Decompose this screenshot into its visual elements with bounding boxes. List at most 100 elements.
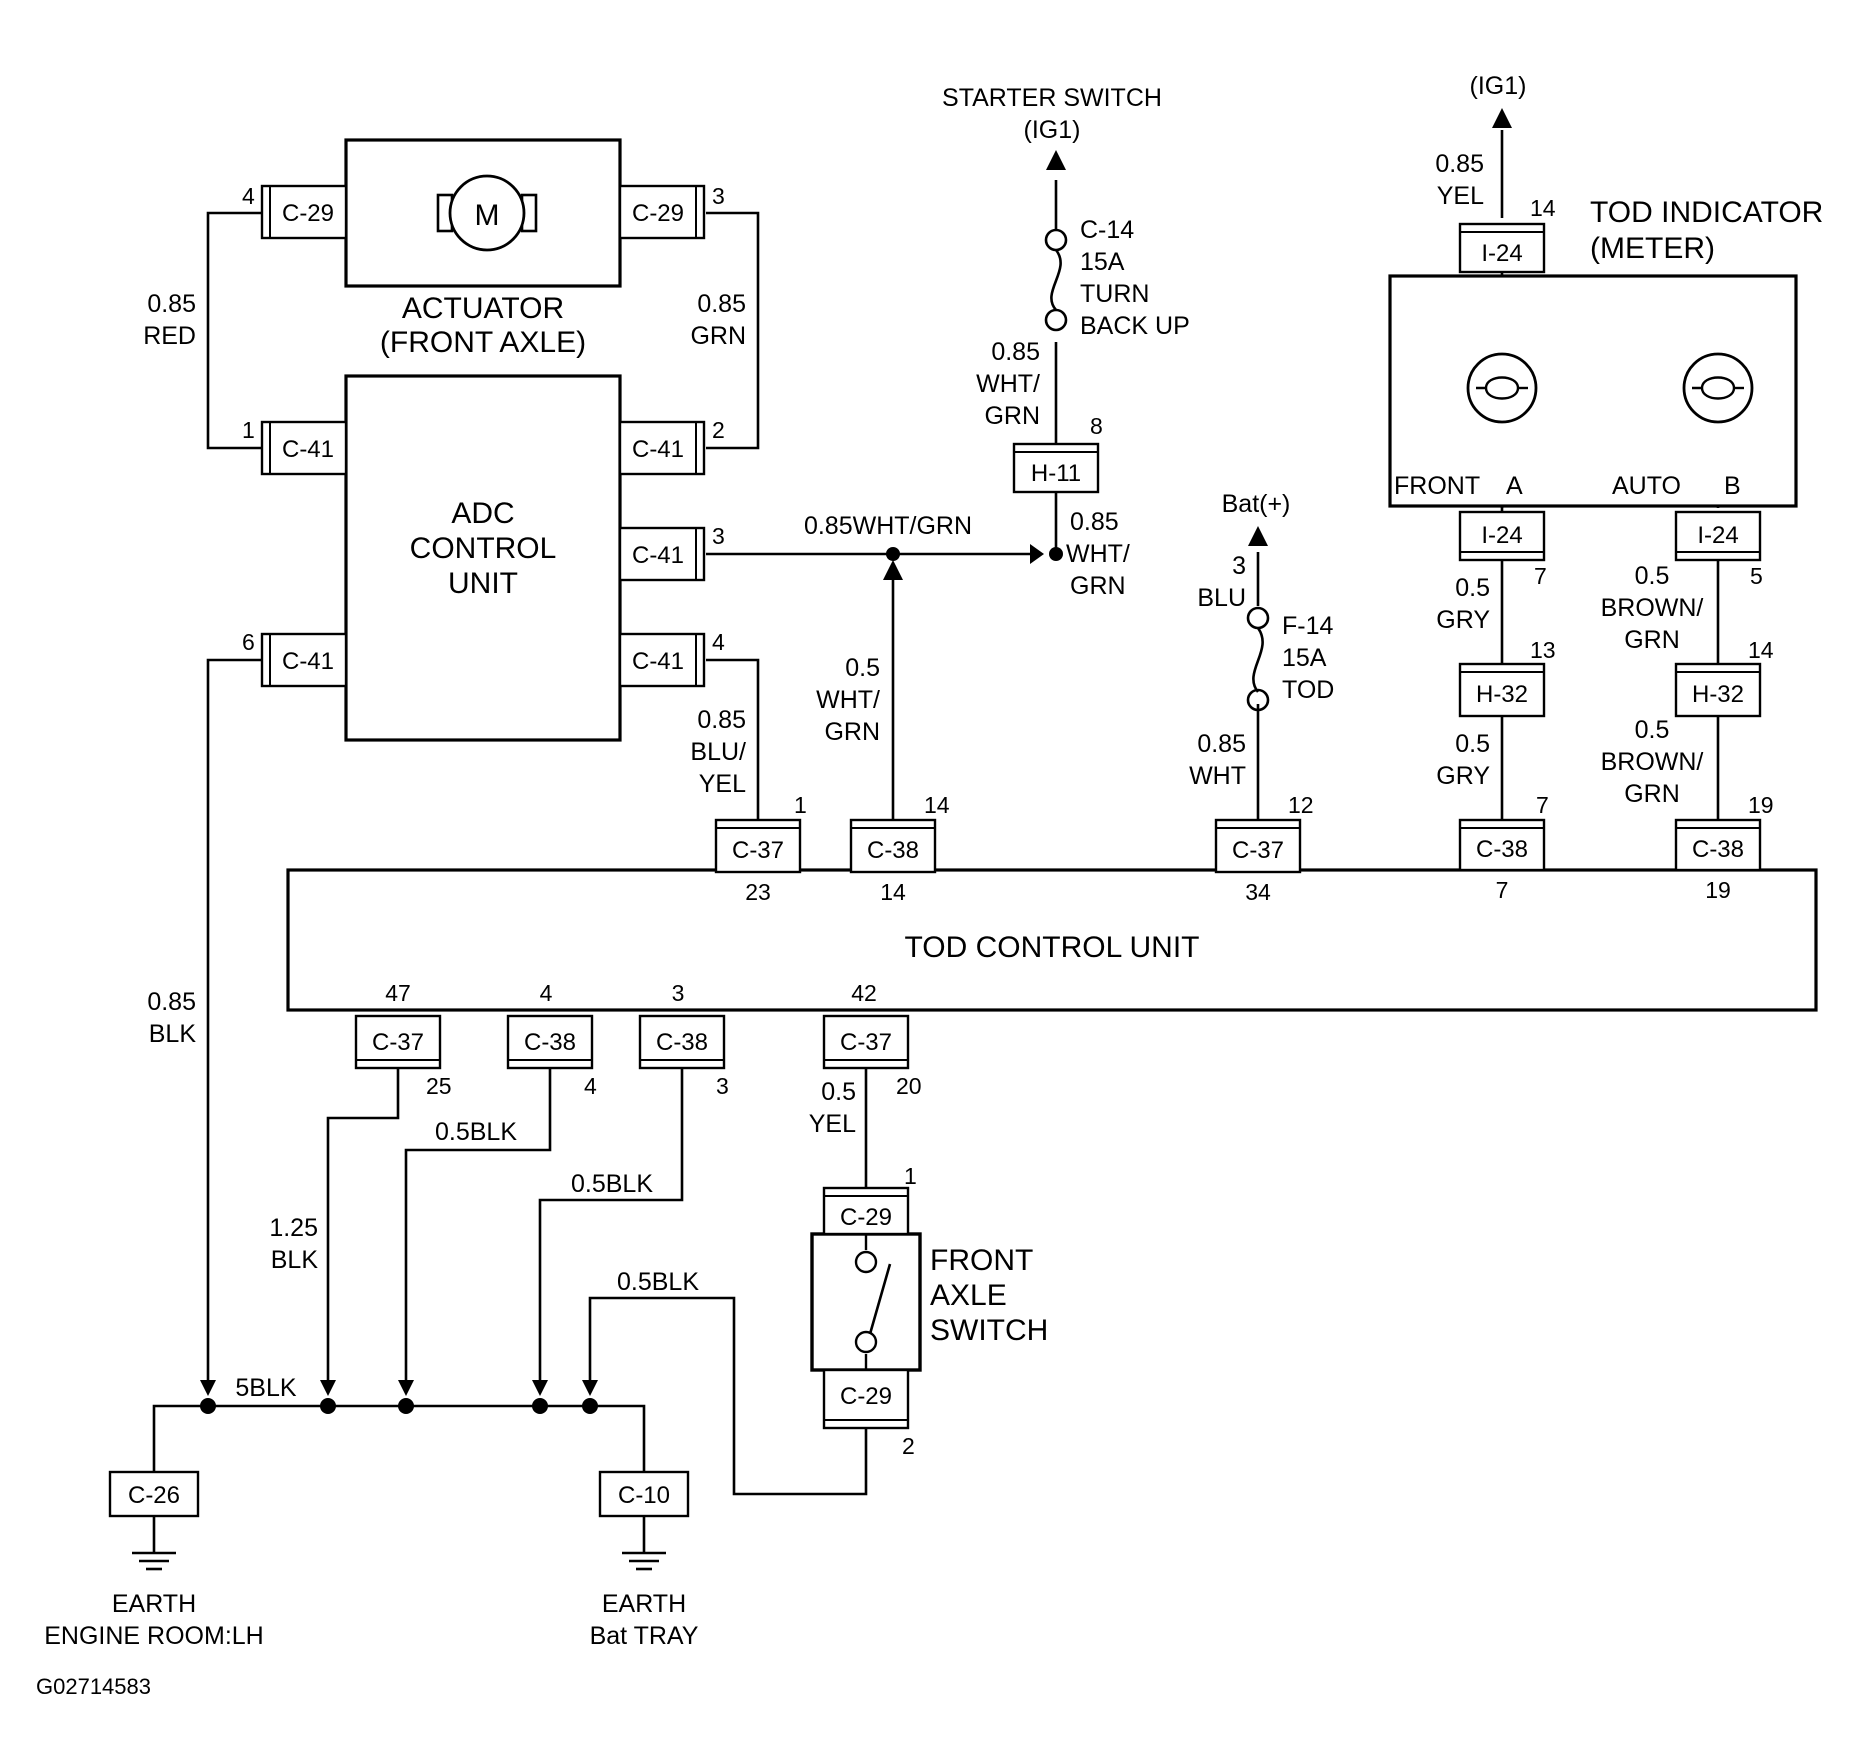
svg-text:C-29: C-29 <box>632 200 684 227</box>
pin-label: 4 <box>584 1073 597 1099</box>
pin-label: 13 <box>1530 637 1556 663</box>
connector-c37-34: C-37 <box>1214 818 1302 874</box>
earth-location: ENGINE ROOM:LH <box>44 1622 263 1650</box>
svg-text:0.5BLK: 0.5BLK <box>571 1170 653 1198</box>
auto-pin-label: B <box>1724 472 1741 500</box>
connector-h32-a: H-32 <box>1458 662 1546 718</box>
front-pin-label: A <box>1506 472 1523 500</box>
svg-text:C-41: C-41 <box>282 436 334 463</box>
svg-text:C-29: C-29 <box>282 200 334 227</box>
connector-c37-42: C-37 <box>822 1014 910 1070</box>
switch-icon <box>868 1263 892 1335</box>
connector-c41-p6: C-41 <box>260 632 348 688</box>
svg-text:0.5: 0.5 <box>1455 730 1490 758</box>
pin-label: 7 <box>1536 792 1549 818</box>
fuse-icon <box>1044 228 1068 332</box>
svg-text:RED: RED <box>143 322 196 350</box>
pin-label: 5 <box>1750 563 1763 589</box>
svg-text:I-24: I-24 <box>1481 522 1522 549</box>
svg-text:C-38: C-38 <box>656 1029 708 1056</box>
pin-label: 19 <box>1748 792 1774 818</box>
adc-label-3: UNIT <box>448 567 518 600</box>
svg-text:BLU/: BLU/ <box>690 738 746 766</box>
svg-text:C-37: C-37 <box>732 837 784 864</box>
connector-c10: C-10 <box>598 1470 690 1518</box>
svg-text:WHT/: WHT/ <box>1066 540 1130 568</box>
front-lamp-label: FRONT <box>1394 472 1480 500</box>
svg-text:GRN: GRN <box>824 718 880 746</box>
connector-c38-4: C-38 <box>506 1014 594 1070</box>
pin-label: 4 <box>712 629 725 655</box>
wires <box>152 130 1720 1535</box>
pin-label: 14 <box>924 792 950 818</box>
svg-text:1.25: 1.25 <box>269 1214 318 1242</box>
svg-text:0.85WHT/GRN: 0.85WHT/GRN <box>804 512 972 540</box>
pin-label: 7 <box>1496 877 1509 903</box>
svg-text:GRN: GRN <box>984 402 1040 430</box>
figure-id: G02714583 <box>36 1674 151 1699</box>
svg-text:C-38: C-38 <box>867 837 919 864</box>
svg-text:GRN: GRN <box>1624 780 1680 808</box>
connector-c37-47: C-37 <box>354 1014 442 1070</box>
svg-text:WHT: WHT <box>1189 762 1246 790</box>
pin-label: 7 <box>1534 563 1547 589</box>
ground-icon <box>130 1533 178 1571</box>
connector-c29-right: C-29 <box>618 184 706 240</box>
wire-labels: 0.85 RED 0.85 GRN 0.85 WHT/ GRN 0.85WHT/… <box>143 150 1703 1402</box>
motor-icon: M <box>436 174 538 252</box>
pin-label: 1 <box>794 792 807 818</box>
front-axle-switch <box>810 1232 922 1372</box>
connector-c41-p4: C-41 <box>618 632 706 688</box>
connector-c29-left: C-29 <box>260 184 348 240</box>
connector-c26: C-26 <box>108 1470 200 1518</box>
lamp-icon <box>1682 352 1754 424</box>
svg-text:5BLK: 5BLK <box>235 1374 296 1402</box>
pin-label: 3 <box>712 523 725 549</box>
tod-control-unit <box>286 868 1818 1012</box>
svg-text:BROWN/: BROWN/ <box>1601 748 1704 776</box>
svg-text:I-24: I-24 <box>1697 522 1738 549</box>
auto-lamp-label: AUTO <box>1612 472 1681 500</box>
connector-c41-p3: C-41 <box>618 526 706 582</box>
connector-h11: H-11 <box>1012 442 1100 494</box>
connector-c41-p1: C-41 <box>260 420 348 476</box>
connector-c41-p2: C-41 <box>618 420 706 476</box>
pin-label: 2 <box>902 1433 915 1459</box>
svg-text:GRY: GRY <box>1436 606 1490 634</box>
starter-ig1-label: (IG1) <box>1024 116 1081 144</box>
pin-label: 2 <box>712 417 725 443</box>
pin-label: 4 <box>242 183 255 209</box>
motor-label: M <box>475 199 500 232</box>
tod-indicator-label: TOD INDICATOR <box>1590 196 1823 229</box>
ground-icon <box>620 1533 668 1571</box>
pin-label: 3 <box>672 980 685 1006</box>
pin-label: 47 <box>385 980 411 1006</box>
actuator-label: ACTUATOR <box>402 292 564 325</box>
svg-text:BLK: BLK <box>271 1246 319 1274</box>
connector-h32-b: H-32 <box>1674 662 1762 718</box>
svg-text:C-10: C-10 <box>618 1482 670 1509</box>
connector-c38-14: C-38 <box>849 818 937 874</box>
pin-label: 19 <box>1705 877 1731 903</box>
connector-c37-23: C-37 <box>714 818 802 874</box>
svg-text:C-41: C-41 <box>632 436 684 463</box>
connector-i24-b: I-24 <box>1674 510 1762 562</box>
adc-label: ADC <box>451 497 514 530</box>
pin-label: 25 <box>426 1073 452 1099</box>
svg-text:BLU: BLU <box>1197 584 1246 612</box>
svg-text:0.85: 0.85 <box>147 988 196 1016</box>
connector-i24-a: I-24 <box>1458 510 1546 562</box>
adc-control-unit <box>344 374 622 742</box>
svg-text:H-32: H-32 <box>1692 681 1744 708</box>
front-axle-switch-label-2: AXLE <box>930 1279 1007 1312</box>
svg-text:C-41: C-41 <box>632 648 684 675</box>
svg-text:C-37: C-37 <box>1232 837 1284 864</box>
actuator-sublabel: (FRONT AXLE) <box>380 326 586 359</box>
svg-text:0.85: 0.85 <box>1070 508 1119 536</box>
svg-text:H-11: H-11 <box>1031 460 1081 487</box>
svg-text:YEL: YEL <box>699 770 746 798</box>
pin-label: 3 <box>716 1073 729 1099</box>
earth-label: EARTH <box>602 1590 686 1618</box>
pin-label: 4 <box>540 980 553 1006</box>
